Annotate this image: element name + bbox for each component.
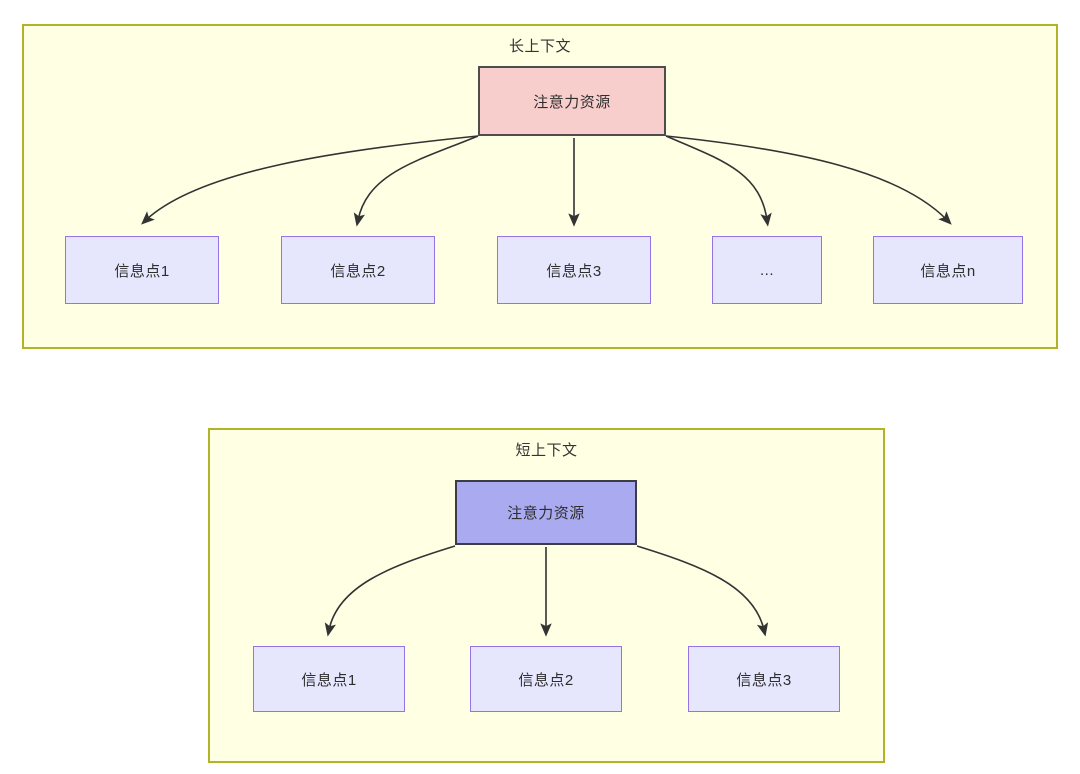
node-long-info-point-ellipsis[interactable]: ... [712, 236, 822, 304]
node-label: ... [759, 261, 774, 279]
node-label: 注意力资源 [533, 93, 611, 111]
node-long-info-point-n[interactable]: 信息点n [873, 236, 1023, 304]
node-long-info-point-2[interactable]: 信息点2 [281, 236, 435, 304]
node-label: 信息点1 [114, 262, 170, 280]
group-short-context-title: 短上下文 [515, 442, 578, 459]
group-long-context-title: 长上下文 [508, 38, 571, 55]
node-label: 信息点3 [736, 671, 792, 689]
node-label: 信息点3 [546, 262, 602, 280]
node-short-info-point-3[interactable]: 信息点3 [688, 646, 840, 712]
node-label: 注意力资源 [507, 505, 585, 522]
node-short-attention-resource[interactable]: 注意力资源 [455, 480, 637, 545]
group-short-context: 短上下文 [208, 428, 885, 763]
node-long-attention-resource[interactable]: 注意力资源 [478, 66, 666, 136]
node-label: 信息点1 [301, 671, 357, 689]
node-long-info-point-1[interactable]: 信息点1 [65, 236, 219, 304]
node-short-info-point-2[interactable]: 信息点2 [470, 646, 622, 712]
node-long-info-point-3[interactable]: 信息点3 [497, 236, 651, 304]
node-label: 信息点2 [330, 262, 386, 280]
node-label: 信息点2 [518, 671, 574, 689]
node-label: 信息点n [920, 262, 976, 280]
node-short-info-point-1[interactable]: 信息点1 [253, 646, 405, 712]
